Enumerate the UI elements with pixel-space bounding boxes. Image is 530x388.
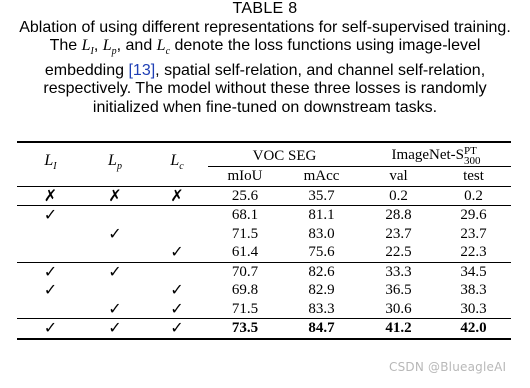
caption-line-2: The LI, Lp, and Lc denote the loss funct… xyxy=(49,37,481,58)
cell-li xyxy=(17,225,84,244)
cell-miou: 70.7 xyxy=(208,261,282,281)
cell-val: 41.2 xyxy=(361,318,437,340)
cell-lp xyxy=(84,281,146,300)
watermark: CSDN @BlueagleAI xyxy=(389,360,507,374)
cell-lc: ✓ xyxy=(170,242,184,261)
header-test: test xyxy=(436,166,512,186)
cell-macc: 84.7 xyxy=(282,318,362,340)
header-miou: mIoU xyxy=(208,166,282,186)
cell-li: ✗ xyxy=(17,185,84,206)
cell-test: 23.7 xyxy=(460,225,487,242)
cell-lp xyxy=(84,205,146,225)
cell-macc: 35.7 xyxy=(282,185,362,206)
cell-val: 0.2 xyxy=(361,185,437,206)
loss-c-symbol: Lc xyxy=(156,37,171,58)
caption-line-1: Ablation of using different representati… xyxy=(19,18,511,36)
cell-miou: 68.1 xyxy=(208,205,282,225)
table-row: ✓ 61.4 75.6 22.5 22.3 xyxy=(17,242,511,262)
table-row: ✓ ✓ 69.8 82.9 36.5 38.3 xyxy=(17,280,511,300)
cell-macc: 75.6 xyxy=(308,244,335,260)
cell-li: ✓ xyxy=(43,280,58,299)
cell-lc: ✓ xyxy=(170,298,184,318)
cell-macc: 82.6 xyxy=(282,261,362,281)
table-caption: TABLE 8 Ablation of using different repr… xyxy=(0,0,530,117)
cell-miou: 61.4 xyxy=(231,244,259,260)
cell-lc: ✗ xyxy=(146,185,208,206)
cell-val: 33.3 xyxy=(361,261,437,281)
cell-lp: ✓ xyxy=(108,298,122,318)
cell-val: 36.5 xyxy=(385,282,412,298)
caption-line-3: embedding [13], spatial self-relation, a… xyxy=(44,61,486,79)
loss-i-symbol: LI xyxy=(81,37,94,58)
cell-macc: 83.0 xyxy=(308,225,335,242)
table-row: ✓ ✓ 71.5 83.3 30.6 30.3 xyxy=(17,298,511,319)
cell-li: ✓ xyxy=(17,205,84,225)
cell-macc: 82.9 xyxy=(308,282,335,298)
cell-test: 30.3 xyxy=(460,300,487,317)
table-row: ✓ 71.5 83.0 23.7 23.7 xyxy=(17,223,511,244)
header-loss-c: Lc xyxy=(146,141,208,186)
cell-test: 42.0 xyxy=(436,318,512,340)
cell-li xyxy=(17,243,84,262)
cell-lp xyxy=(84,243,146,262)
cell-lc xyxy=(146,205,208,225)
cell-miou: 25.6 xyxy=(208,185,282,206)
cell-lp: ✓ xyxy=(84,261,146,281)
citation-link[interactable]: [13] xyxy=(128,61,156,79)
cell-test: 29.6 xyxy=(436,205,512,225)
cell-lc xyxy=(146,261,208,281)
cell-test: 34.5 xyxy=(436,261,512,281)
loss-p-symbol: Lp xyxy=(102,37,117,58)
cell-macc: 81.1 xyxy=(282,205,362,225)
cell-lp: ✗ xyxy=(84,185,146,206)
cell-miou: 73.5 xyxy=(208,318,282,340)
table-number: TABLE 8 xyxy=(232,0,298,17)
cell-val: 22.5 xyxy=(385,244,412,260)
cell-lp: ✓ xyxy=(84,318,146,340)
cell-miou: 69.8 xyxy=(231,282,259,298)
cell-li xyxy=(17,300,84,319)
cell-val: 23.7 xyxy=(385,225,412,242)
cell-val: 28.8 xyxy=(361,205,437,225)
header-voc-seg: VOC SEG xyxy=(208,141,362,167)
cell-lc: ✓ xyxy=(146,318,208,340)
table-row: ✓ ✓ 70.7 82.6 33.3 34.5 xyxy=(17,261,512,281)
header-macc: mAcc xyxy=(282,166,362,186)
caption-line-5: initialized when fine-tuned on downstrea… xyxy=(92,98,438,116)
cell-li: ✓ xyxy=(17,318,84,340)
cell-lp: ✓ xyxy=(108,223,122,243)
cell-miou: 71.5 xyxy=(231,300,259,317)
cell-test: 38.3 xyxy=(460,282,487,298)
cell-li: ✓ xyxy=(17,261,84,281)
cell-test: 22.3 xyxy=(460,244,487,260)
header-val: val xyxy=(361,166,437,186)
table-row: ✗ ✗ ✗ 25.6 35.7 0.2 0.2 xyxy=(17,185,512,206)
cell-lc: ✓ xyxy=(170,280,184,299)
caption-line-4: respectively. The model without these th… xyxy=(43,80,487,98)
cell-miou: 71.5 xyxy=(231,225,259,242)
cell-lc xyxy=(146,225,208,244)
header-row-2: mIoU mAcc val test xyxy=(17,166,512,186)
cell-macc: 83.3 xyxy=(308,300,335,317)
cell-test: 0.2 xyxy=(436,185,512,206)
header-loss-i: LI xyxy=(17,141,84,186)
header-loss-p: Lp xyxy=(84,141,146,186)
table-row: ✓ 68.1 81.1 28.8 29.6 xyxy=(17,205,512,225)
cell-val: 30.6 xyxy=(385,300,412,317)
table-row-best: ✓ ✓ ✓ 73.5 84.7 41.2 42.0 xyxy=(17,318,512,340)
